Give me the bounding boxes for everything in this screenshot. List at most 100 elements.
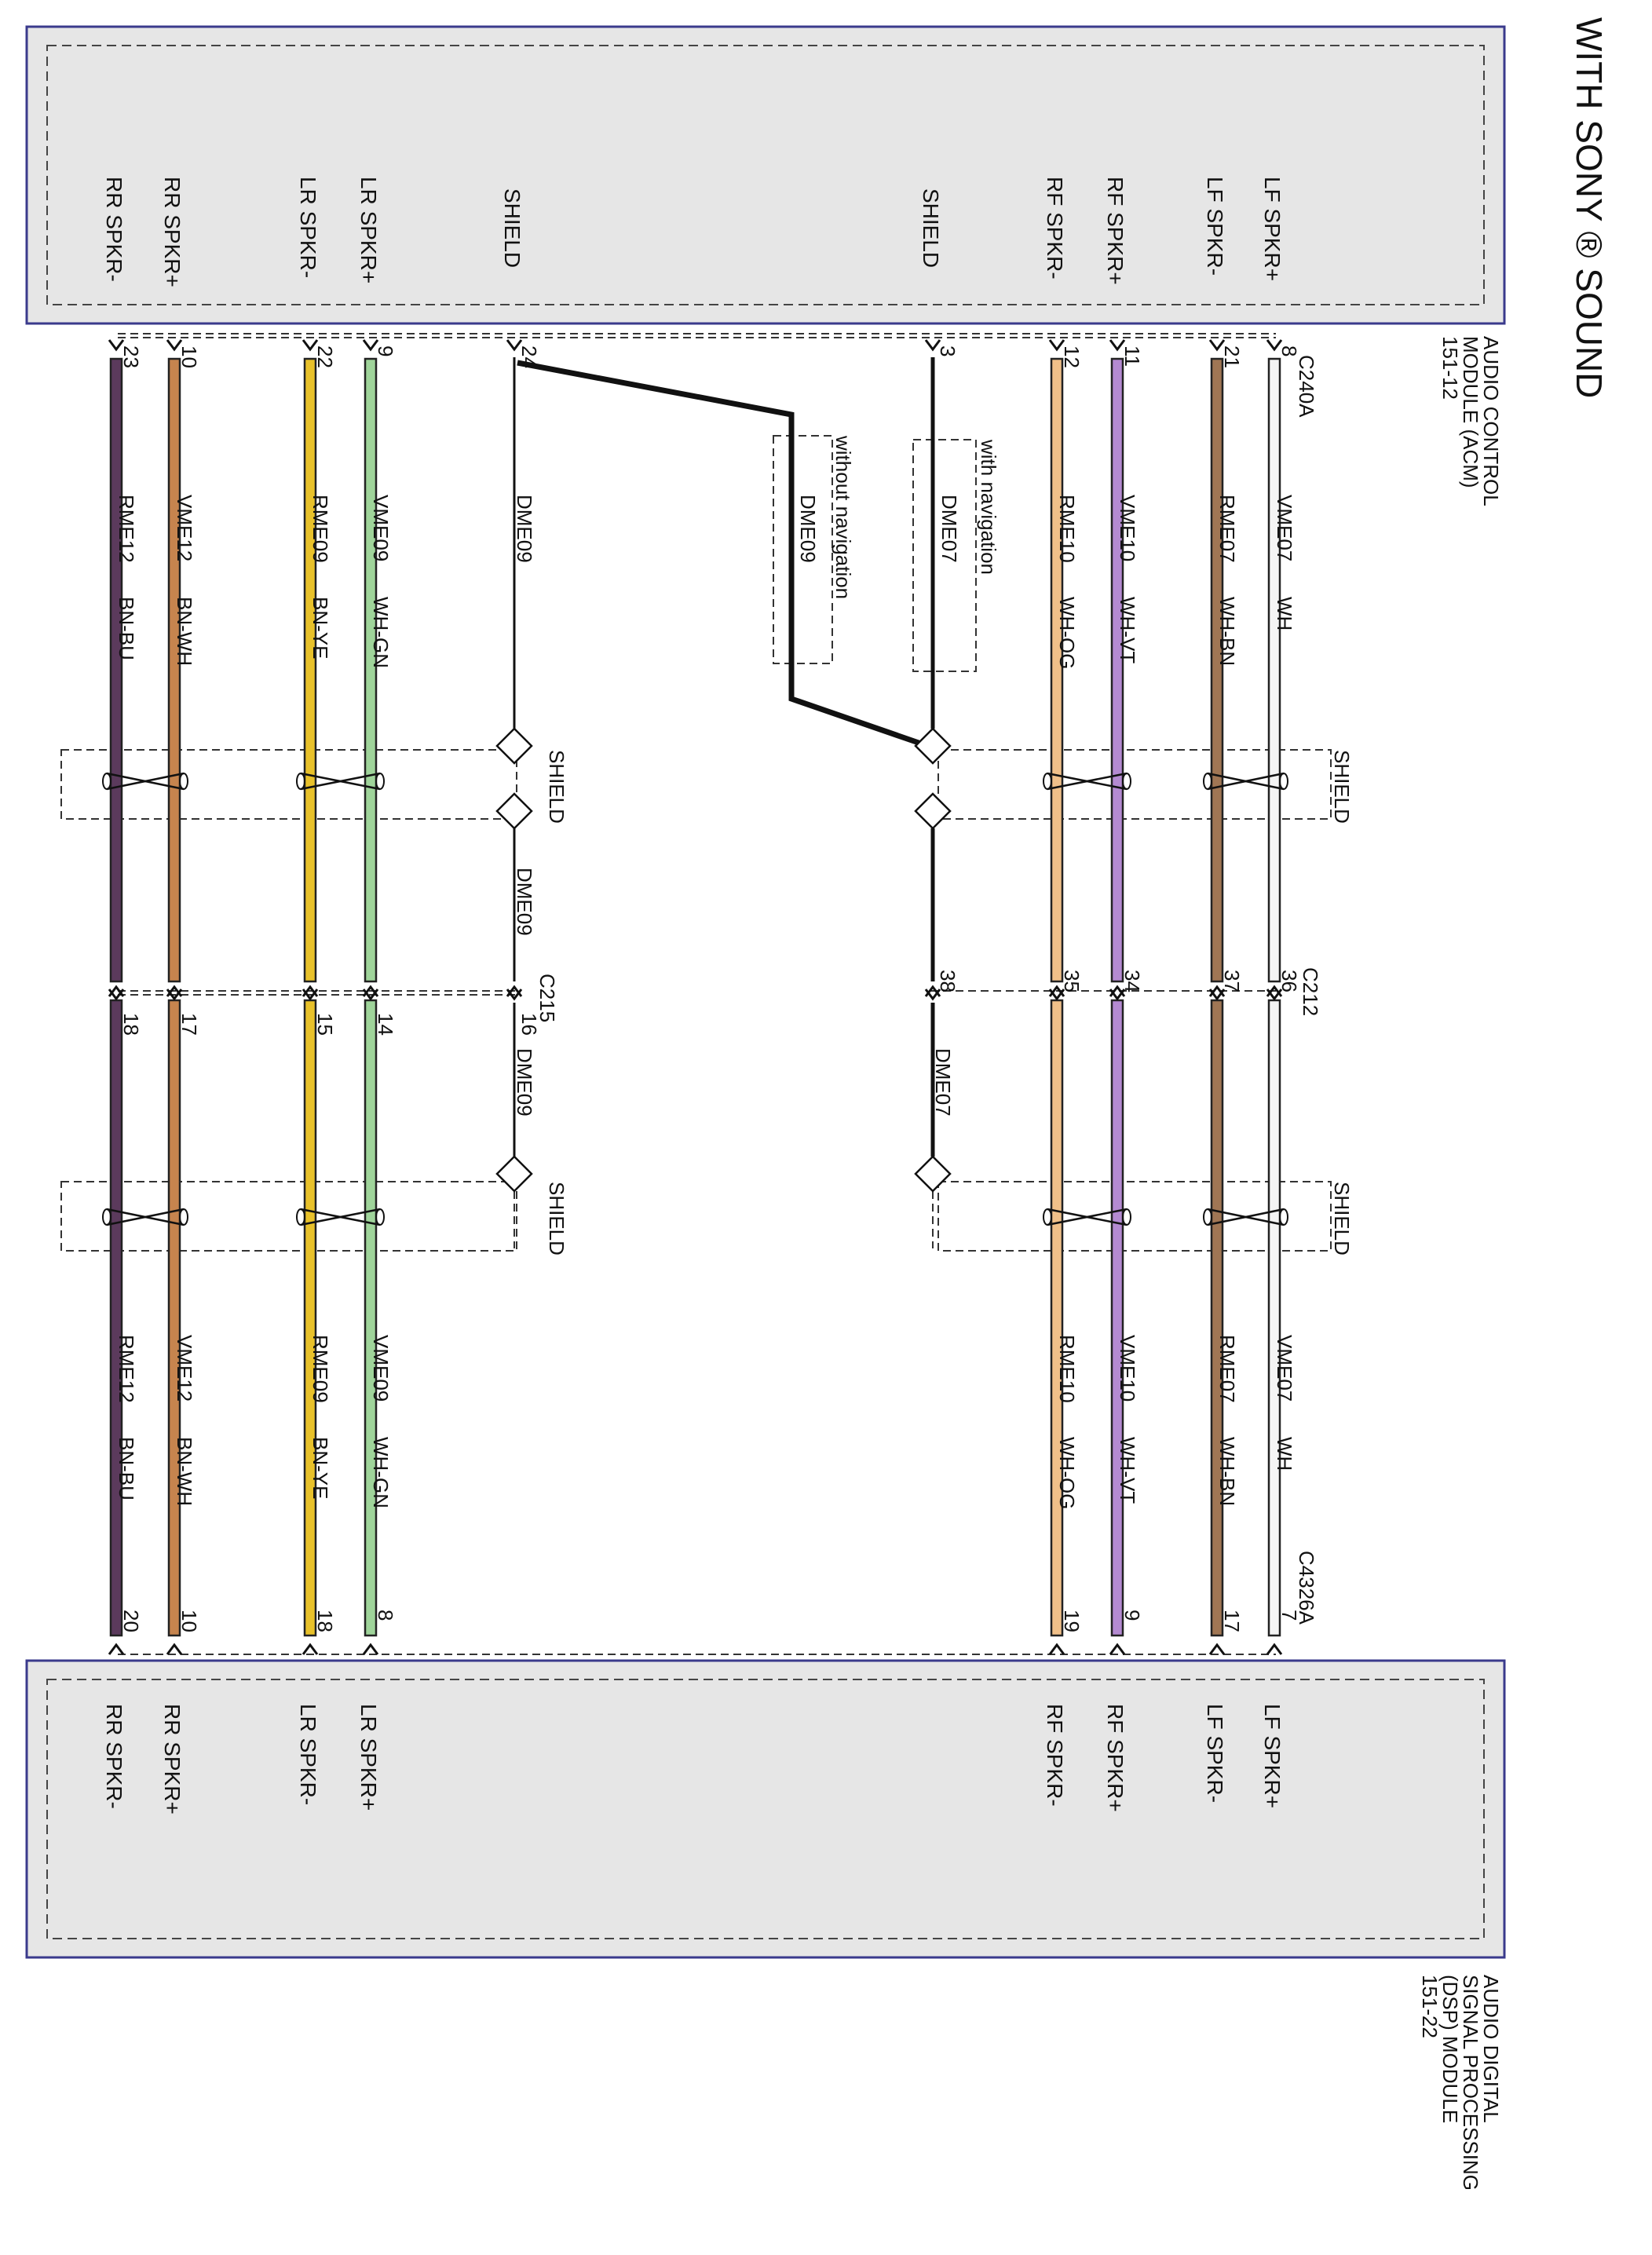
- twist-end: [1203, 773, 1212, 790]
- lr-spkr-plus-circuit-id-lower: VME09: [369, 1335, 393, 1402]
- modules-layer: [25, 25, 1506, 1959]
- lr-spkr-plus-dsp-label: LR SPKR+: [356, 1704, 381, 1811]
- lf-spkr-plus-wire-color-lower: WH: [1273, 1437, 1296, 1471]
- without-navigation-option-box: [773, 435, 833, 664]
- rr-spkr-plus-dsp-pin-arrow: [166, 1643, 183, 1655]
- rf-spkr-minus-acm-pin: 12: [1060, 345, 1084, 368]
- rear-shield-acm-label: SHIELD: [500, 188, 524, 268]
- rf-spkr-plus-wire-upper: [1110, 357, 1124, 983]
- lr-spkr-plus-wire-color-lower: WH-GN: [369, 1437, 393, 1508]
- dsp-module-label-line: AUDIO DIGITAL: [1479, 1975, 1503, 2123]
- lr-spkr-plus-circuit-id-upper: VME09: [369, 495, 393, 561]
- lr-spkr-plus-acm-pin-arrow: [362, 339, 379, 352]
- front-shield-c212-pin: 38: [936, 970, 959, 992]
- lf-spkr-minus-inline-pin-arrow: [1208, 989, 1226, 1001]
- rear-shield-circuit-mid: DME09: [513, 868, 536, 936]
- lr-spkr-plus-dsp-pin-arrow: [362, 1643, 379, 1655]
- lr-spkr-minus-wire-color-lower: BN-YE: [309, 1437, 332, 1499]
- lr-spkr-minus-dsp-label: LR SPKR-: [296, 1704, 320, 1805]
- front-shield-ground-symbol: [914, 1155, 952, 1193]
- rr-spkr-plus-wire-lower: [167, 999, 181, 1637]
- rf-spkr-plus-circuit-id-upper: VME10: [1116, 495, 1139, 561]
- rear-shield-c215-pin: 16: [517, 1013, 541, 1036]
- rear-shield-circuit-lower: DME09: [513, 1048, 536, 1117]
- twist-end: [1203, 1208, 1212, 1226]
- lf-spkr-minus-acm-pin: 21: [1220, 345, 1244, 368]
- twist-end: [1122, 773, 1131, 790]
- lf-spkr-plus-circuit-id-upper: VME07: [1273, 495, 1296, 561]
- acm-module-box: [25, 25, 1506, 325]
- shield-group-box: [937, 749, 1332, 820]
- rear-shield-ground-symbol: [495, 792, 533, 830]
- lr-spkr-plus-wire-lower: [364, 999, 378, 1637]
- rf-spkr-plus-inline-pin-arrow: [1109, 989, 1126, 1001]
- lf-spkr-plus-wire-upper: [1267, 357, 1281, 983]
- rear-shield-acm-pin: 24: [517, 345, 541, 368]
- rr-spkr-minus-dsp-pin-arrow: [108, 1643, 125, 1655]
- rr-spkr-plus-acm-pin-arrow: [166, 339, 183, 352]
- rr-spkr-plus-inline-pin-arrow: [166, 989, 183, 1001]
- twist-mark: [300, 1208, 381, 1226]
- twist-end: [296, 1208, 305, 1226]
- rf-spkr-minus-inline-pin-arrow: [1048, 989, 1065, 1001]
- twist-end: [1043, 1208, 1052, 1226]
- rf-spkr-minus-wire-upper: [1050, 357, 1064, 983]
- dsp-module-box: [25, 1659, 1506, 1959]
- with-navigation-label: with navigation: [977, 439, 1000, 575]
- rr-spkr-plus-wire-color-lower: BN-WH: [173, 1437, 196, 1506]
- acm-module-label-line: MODULE (ACM): [1459, 336, 1482, 488]
- shield-label: SHIELD: [545, 1182, 568, 1255]
- lf-spkr-plus-wire-color-upper: WH: [1273, 597, 1296, 630]
- rr-spkr-plus-acm-label: RR SPKR+: [160, 177, 185, 287]
- lf-spkr-minus-dsp-pin-arrow: [1208, 1643, 1226, 1655]
- rr-spkr-minus-acm-pin: 23: [119, 345, 143, 368]
- rf-spkr-plus-dsp-pin: 9: [1120, 1610, 1144, 1621]
- front-shield-circuit-lower: DME07: [931, 1048, 955, 1117]
- front-shield-acm-pin: 3: [936, 345, 959, 356]
- lf-spkr-minus-wire-color-lower: WH-BN: [1215, 1437, 1239, 1506]
- rr-spkr-minus-acm-pin-arrow: [108, 339, 125, 352]
- acm-module-label-line: 151-12: [1438, 336, 1462, 400]
- twist-mark: [1047, 772, 1128, 791]
- lf-spkr-minus-acm-pin-arrow: [1208, 339, 1226, 352]
- twist-mark: [106, 772, 185, 791]
- rf-spkr-minus-acm-label: RF SPKR-: [1043, 177, 1067, 280]
- front-shield-acm-pin-arrow: [924, 339, 941, 352]
- acm-module-inner-border: [46, 45, 1485, 305]
- shield-boxes-layer: [60, 333, 1332, 1655]
- lf-spkr-minus-wire-color-upper: WH-BN: [1215, 597, 1239, 666]
- twist-mark: [300, 772, 381, 791]
- dsp-module-label-line: (DSP) MODULE: [1438, 1975, 1462, 2123]
- lr-spkr-minus-c215-pin: 15: [313, 1013, 337, 1036]
- rr-spkr-plus-circuit-id-upper: VME12: [173, 495, 196, 561]
- acm-module-label-line: AUDIO CONTROL: [1479, 336, 1503, 506]
- rr-spkr-plus-wire-color-upper: BN-WH: [173, 597, 196, 666]
- lr-spkr-minus-dsp-pin: 18: [313, 1610, 337, 1632]
- rf-spkr-plus-acm-pin-arrow: [1109, 339, 1126, 352]
- wires-layer: [102, 339, 1288, 1655]
- twist-end: [375, 773, 385, 790]
- rf-spkr-minus-circuit-id-lower: RME10: [1055, 1335, 1079, 1403]
- rr-spkr-plus-c215-pin: 17: [177, 1013, 201, 1036]
- rf-spkr-minus-c212-pin: 35: [1060, 970, 1084, 992]
- without-navigation-label: without navigation: [831, 435, 855, 599]
- lf-spkr-minus-acm-label: LF SPKR-: [1203, 177, 1227, 276]
- rf-spkr-plus-acm-pin: 11: [1120, 345, 1144, 367]
- with-navigation-option-box: [912, 439, 977, 672]
- lf-spkr-minus-dsp-label: LF SPKR-: [1203, 1704, 1227, 1803]
- lr-spkr-minus-wire-color-upper: BN-YE: [309, 597, 332, 659]
- rear-shield-ground-symbol: [495, 727, 533, 765]
- dsp-module-label-line: 151-22: [1418, 1975, 1442, 2038]
- twist-end: [179, 1208, 188, 1226]
- shield-group-box: [60, 1181, 517, 1252]
- lr-spkr-minus-circuit-id-upper: RME09: [309, 495, 332, 563]
- twist-end: [1279, 1208, 1288, 1226]
- rf-spkr-plus-circuit-id-lower: VME10: [1116, 1335, 1139, 1402]
- shield-label: SHIELD: [545, 750, 568, 824]
- lf-spkr-minus-c212-pin: 37: [1220, 970, 1244, 992]
- without-navigation-circuit: DME09: [796, 495, 820, 563]
- twist-mark: [1207, 1208, 1285, 1226]
- rf-spkr-plus-dsp-label: RF SPKR+: [1103, 1704, 1128, 1812]
- rf-spkr-minus-acm-pin-arrow: [1048, 339, 1065, 352]
- twist-mark: [106, 1208, 185, 1226]
